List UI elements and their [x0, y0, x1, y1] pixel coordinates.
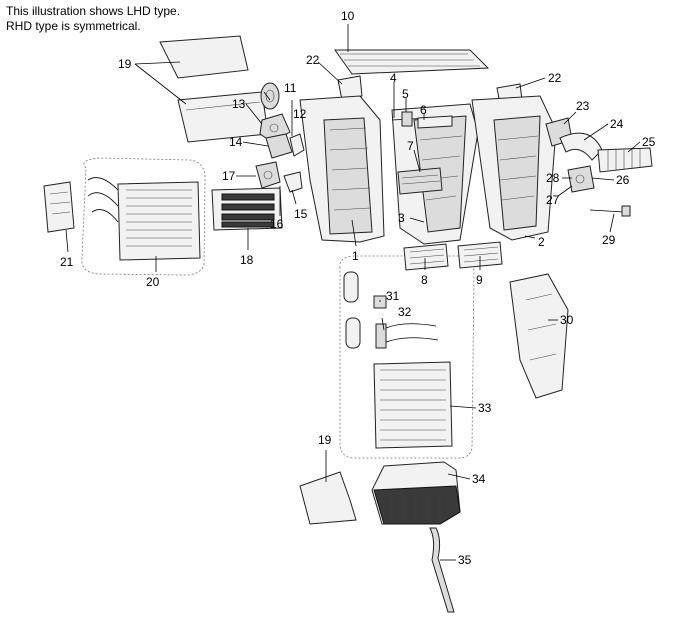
- part-14-actuator: [265, 133, 293, 159]
- part-6-door: [417, 115, 453, 129]
- label-2: 2: [538, 235, 545, 249]
- label-10: 10: [341, 9, 355, 23]
- label-23: 23: [576, 99, 590, 113]
- label-24: 24: [610, 117, 624, 131]
- label-4: 4: [390, 71, 397, 85]
- label-22-right: 22: [548, 71, 562, 85]
- label-32: 32: [398, 305, 412, 319]
- heater-core-region: [81, 157, 206, 276]
- part-17-actuator: [255, 161, 281, 189]
- label-16: 16: [270, 217, 284, 231]
- part-26-actuator: [567, 165, 595, 193]
- part-19-duct-upper: [159, 35, 269, 143]
- label-29: 29: [602, 233, 616, 247]
- part-8-door: [403, 243, 449, 271]
- part-12-link: [289, 133, 305, 157]
- label-31: 31: [386, 289, 400, 303]
- label-14: 14: [229, 135, 243, 149]
- label-8: 8: [421, 273, 428, 287]
- part-21-pipe-bracket: [43, 181, 75, 233]
- part-22-bracket-left: [337, 75, 363, 101]
- part-11-actuator: [260, 82, 280, 110]
- label-1: 1: [352, 249, 359, 263]
- illustration-note-rhd: RHD type is symmetrical.: [6, 19, 141, 33]
- label-27: 27: [546, 193, 560, 207]
- part-5-link: [401, 111, 413, 127]
- part-10-filter-cover: [334, 49, 490, 75]
- part-19-duct-lower: [299, 471, 357, 525]
- part-9-door: [457, 241, 503, 269]
- leader-lines: [65, 24, 641, 561]
- part-15-link: [283, 171, 303, 193]
- label-25: 25: [642, 135, 656, 149]
- label-34: 34: [472, 472, 486, 486]
- label-21: 21: [60, 255, 74, 269]
- label-30: 30: [560, 313, 574, 327]
- part-34-lower-case: [371, 461, 461, 525]
- part-2-case-right: [471, 95, 557, 241]
- label-3: 3: [398, 211, 405, 225]
- label-35: 35: [458, 553, 472, 567]
- part-18-ptc-heater: [211, 187, 283, 231]
- label-19-upper: 19: [118, 57, 132, 71]
- label-26: 26: [616, 173, 630, 187]
- part-32-pipes: [375, 323, 439, 349]
- label-5: 5: [402, 87, 409, 101]
- label-18: 18: [240, 253, 254, 267]
- part-labels: 10 19 22 22 4 5 6 7 11 12 13 14 17 15 16…: [60, 9, 656, 567]
- label-20: 20: [146, 275, 160, 289]
- part-25-hose: [597, 147, 653, 173]
- label-11: 11: [284, 81, 297, 95]
- label-6: 6: [420, 103, 427, 117]
- label-7: 7: [407, 139, 414, 153]
- part-35-drain-hose: [429, 527, 455, 613]
- part-24-duct: [559, 132, 603, 161]
- label-28: 28: [546, 171, 560, 185]
- part-33-evaporator: [373, 361, 453, 449]
- label-19-lower: 19: [318, 433, 332, 447]
- part-1-case-left: [299, 95, 385, 243]
- part-29-sensor: [589, 205, 631, 217]
- label-17: 17: [222, 169, 236, 183]
- part-7-door: [397, 167, 443, 195]
- part-20-heater-core: [87, 177, 201, 261]
- label-9: 9: [476, 273, 483, 287]
- label-12: 12: [293, 107, 307, 121]
- illustration-note-lhd: This illustration shows LHD type.: [6, 4, 181, 18]
- label-13: 13: [232, 97, 246, 111]
- label-15: 15: [294, 207, 308, 221]
- part-30-duct: [509, 273, 569, 399]
- part-seal-rings: [343, 271, 361, 349]
- label-33: 33: [478, 401, 492, 415]
- label-22-left: 22: [306, 53, 320, 67]
